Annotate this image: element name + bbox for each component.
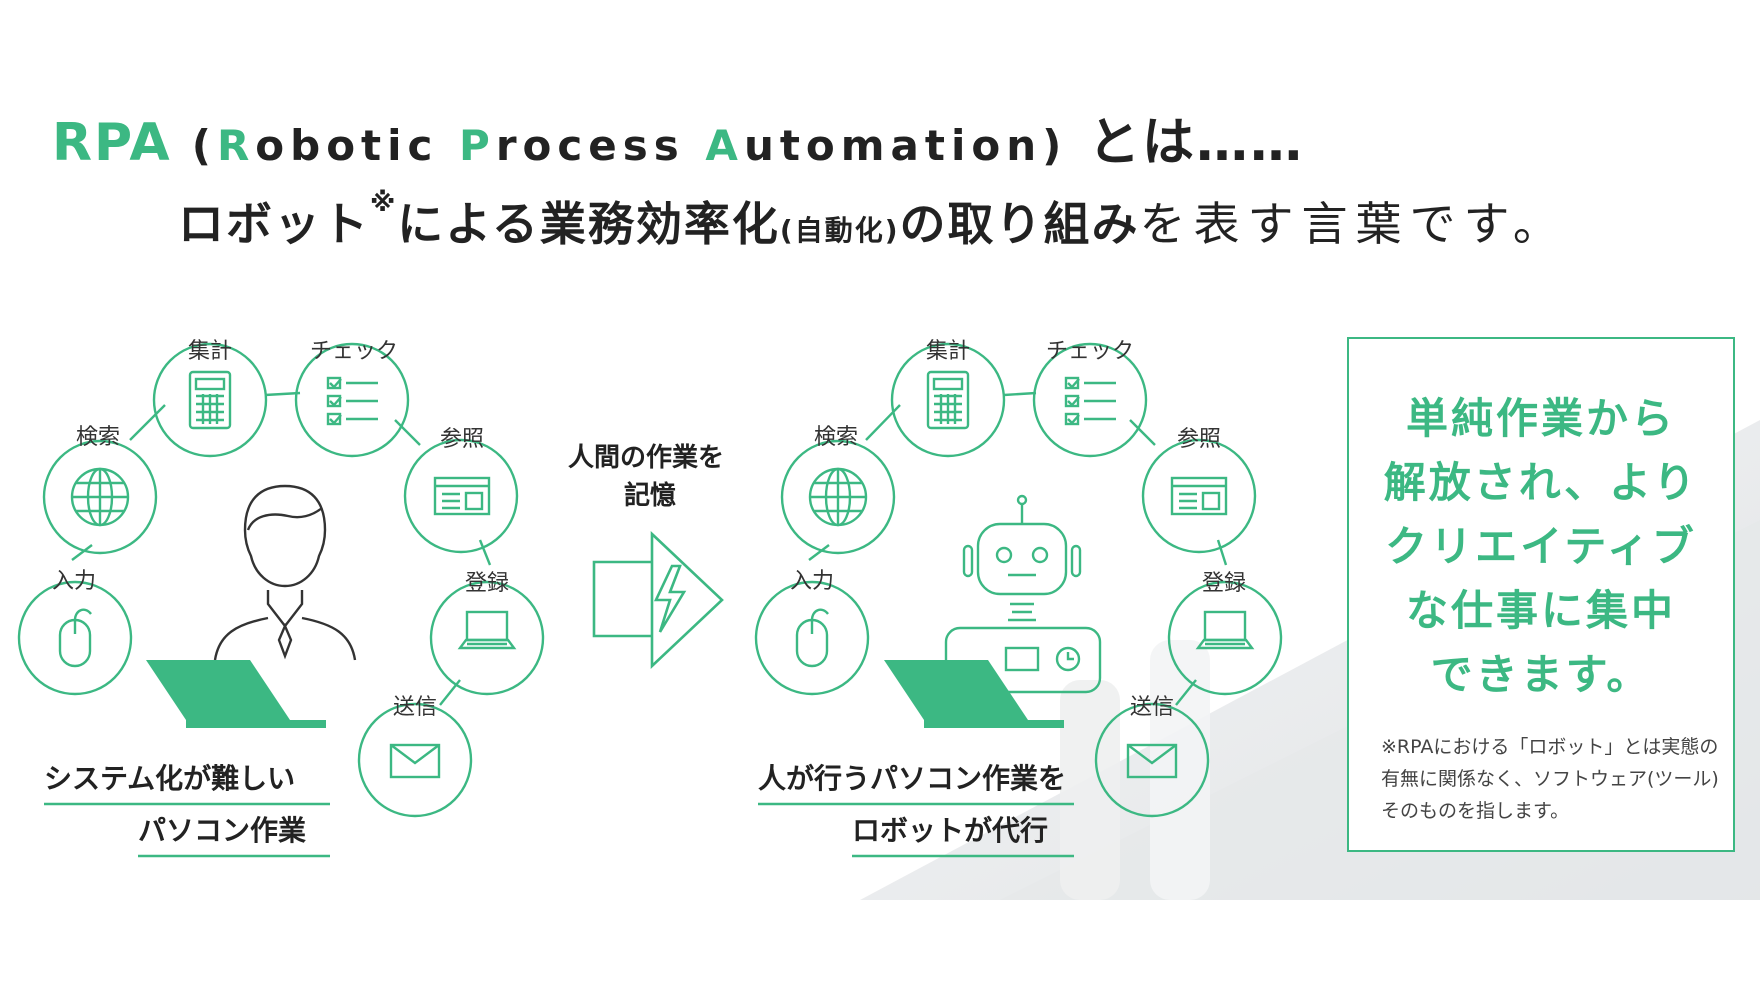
circle-search xyxy=(42,439,158,555)
subtitle-note-mark: ※ xyxy=(370,188,398,218)
right-laptop-illustration xyxy=(884,660,1064,728)
browser-window-icon xyxy=(433,476,491,516)
circle-input xyxy=(17,580,133,696)
calculator-icon-right xyxy=(926,370,970,430)
checklist-icon xyxy=(326,376,378,426)
title-utomation: utomation xyxy=(743,121,1043,170)
person-icon xyxy=(213,484,357,661)
title-paren-close: ) xyxy=(1042,121,1068,170)
left-laptop-illustration xyxy=(146,660,326,728)
middle-line2: 記憶 xyxy=(624,480,676,511)
laptop-icon-right xyxy=(1195,610,1255,650)
right-label-register: 登録 xyxy=(1202,571,1246,596)
right-caption-line2: ロボットが代行 xyxy=(852,814,1048,847)
globe-icon xyxy=(70,467,130,527)
browser-window-icon-right xyxy=(1170,476,1228,516)
middle-line1: 人間の作業を xyxy=(568,443,724,473)
left-label-search: 検索 xyxy=(76,425,120,450)
circle-reference-r xyxy=(1141,438,1257,554)
title-paren-open: ( xyxy=(191,121,217,170)
benefit-line-4: な仕事に集中 xyxy=(1405,586,1676,635)
left-label-register: 登録 xyxy=(465,571,509,596)
laptop-icon xyxy=(457,610,517,650)
benefit-line-5: できます。 xyxy=(1430,650,1652,699)
circle-reference xyxy=(403,438,519,554)
right-label-check: チェック xyxy=(1046,339,1134,364)
subtitle-efficiency: による業務効率化 xyxy=(397,197,780,251)
mouse-icon-right xyxy=(795,608,829,668)
left-caption-line2: パソコン作業 xyxy=(138,814,306,847)
benefit-line-2: 解放され、より xyxy=(1383,458,1699,507)
arrow-lightning-icon xyxy=(592,530,724,670)
subtitle-robot: ロボット xyxy=(178,197,370,251)
title-rpa: RPA xyxy=(52,113,172,173)
subtitle-automation: (自動化) xyxy=(779,214,900,247)
title-tail: とは…… xyxy=(1087,113,1304,173)
title-letter-p: P xyxy=(459,121,496,170)
left-label-check: チェック xyxy=(310,339,398,364)
circle-input-r xyxy=(754,580,870,696)
benefit-line-1: 単純作業から xyxy=(1405,394,1676,443)
circle-send xyxy=(357,702,473,818)
globe-icon-right xyxy=(808,467,868,527)
right-label-search: 検索 xyxy=(814,425,858,450)
checklist-icon-right xyxy=(1064,376,1116,426)
benefit-box: 単純作業から 解放され、より クリエイティブ な仕事に集中 できます。 ※RPA… xyxy=(1347,337,1735,852)
title-obotic: obotic xyxy=(255,121,460,170)
envelope-icon xyxy=(389,743,441,779)
right-label-input: 入力 xyxy=(790,569,834,594)
calculator-icon xyxy=(188,370,232,430)
left-caption-line1: システム化が難しい xyxy=(44,762,295,795)
right-cluster xyxy=(754,342,1283,818)
circle-send-r xyxy=(1094,702,1210,818)
right-caption-line1: 人が行うパソコン作業を xyxy=(758,762,1066,795)
circle-total-r xyxy=(890,342,1006,458)
robot-definition-note: ※RPAにおける「ロボット」とは実態の有無に関係なく、ソフトウェア(ツール)その… xyxy=(1381,736,1719,822)
title-rocess: rocess xyxy=(495,121,706,170)
benefit-heading: 単純作業から 解放され、より クリエイティブ な仕事に集中 できます。 xyxy=(1349,387,1733,707)
page-title: RPA (Robotic Process Automation) とは…… xyxy=(52,100,1304,175)
left-label-reference: 参照 xyxy=(440,427,484,452)
mouse-icon xyxy=(58,608,92,668)
left-label-input: 入力 xyxy=(52,569,96,594)
benefit-line-3: クリエイティブ xyxy=(1385,522,1697,571)
title-letter-r: R xyxy=(216,121,256,170)
left-label-total: 集計 xyxy=(188,339,232,364)
page-subtitle: ロボット※による業務効率化(自動化)の取り組みを表す言葉です。 xyxy=(178,188,1567,254)
subtitle-effort: の取り組み xyxy=(899,197,1140,251)
title-letter-a: A xyxy=(705,121,744,170)
circle-register xyxy=(429,580,545,696)
right-label-total: 集計 xyxy=(926,339,970,364)
circle-total xyxy=(152,342,268,458)
left-label-send: 送信 xyxy=(393,695,437,720)
right-label-send: 送信 xyxy=(1130,695,1174,720)
circle-search-r xyxy=(780,439,896,555)
circle-check xyxy=(294,342,410,458)
left-cluster xyxy=(17,342,545,818)
circle-register-r xyxy=(1167,580,1283,696)
envelope-icon-right xyxy=(1126,743,1178,779)
circle-check-r xyxy=(1032,342,1148,458)
right-label-reference: 参照 xyxy=(1177,427,1221,452)
subtitle-ending: を表す言葉です。 xyxy=(1139,197,1567,251)
